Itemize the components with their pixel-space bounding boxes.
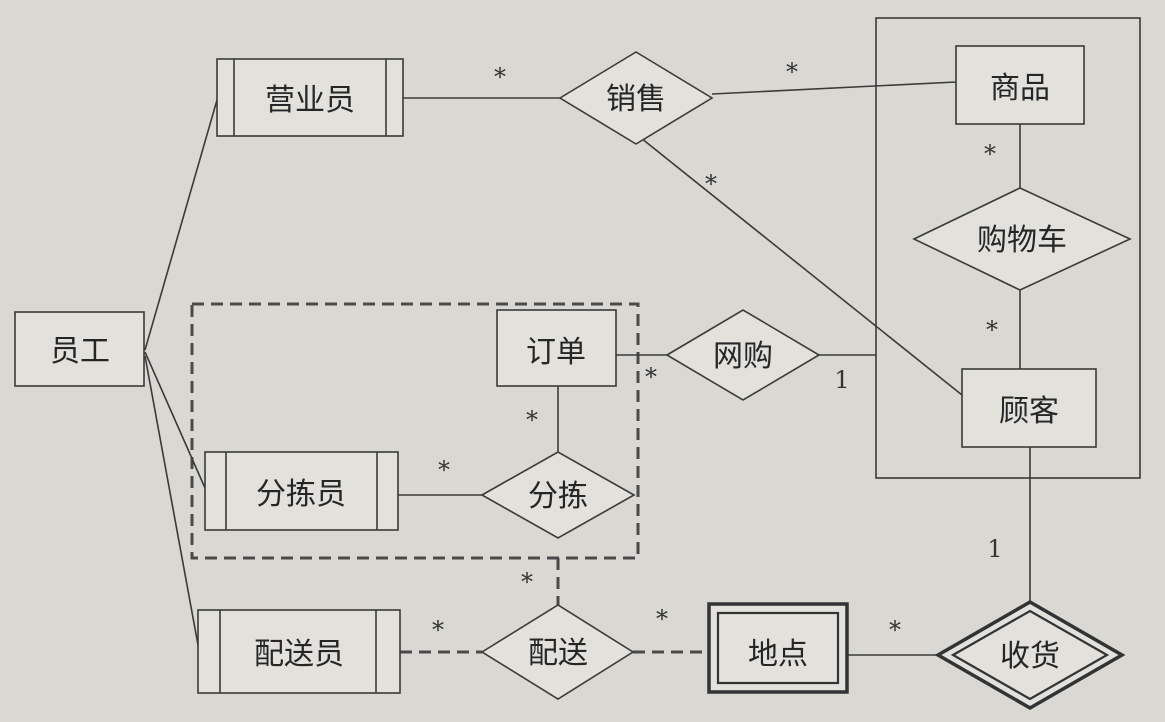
sell-customer-line xyxy=(635,133,963,396)
card-receive-location: * xyxy=(889,616,901,644)
salesperson-label: 营业员 xyxy=(265,83,355,118)
employee-sorter-line xyxy=(144,351,206,489)
sort-relationship[interactable]: 分拣 xyxy=(480,451,636,539)
card-sell-salesperson: * xyxy=(494,63,506,91)
product-entity[interactable]: 商品 xyxy=(955,45,1085,125)
card-receive-customer: 1 xyxy=(987,535,1002,563)
card-deliver-location: * xyxy=(656,605,668,633)
card-cart-customer: * xyxy=(986,316,998,344)
product-label: 商品 xyxy=(990,71,1050,106)
card-sort-order: * xyxy=(526,406,538,434)
employee-salesperson-line xyxy=(144,99,218,351)
order-sort-aggregation-frame xyxy=(190,302,640,560)
location-entity[interactable]: 地点 xyxy=(707,602,849,694)
order-entity[interactable]: 订单 xyxy=(496,309,617,387)
sorter-entity[interactable]: 分拣员 xyxy=(204,451,399,531)
card-online-customer: 1 xyxy=(834,366,849,394)
deliver-relationship[interactable]: 配送 xyxy=(480,604,635,700)
card-cart-product: * xyxy=(984,140,996,168)
employee-entity[interactable]: 员工 xyxy=(14,311,145,387)
cart-relationship[interactable]: 购物车 xyxy=(912,187,1132,291)
online-purchase-label: 网购 xyxy=(713,339,773,374)
card-sell-customer: * xyxy=(705,170,717,198)
location-label: 地点 xyxy=(748,637,808,672)
deliver-label: 配送 xyxy=(528,636,588,671)
customer-product-aggregation-frame xyxy=(875,17,1141,479)
sell-product-line xyxy=(711,81,957,95)
employee-label: 员工 xyxy=(50,334,110,369)
sell-label: 销售 xyxy=(606,82,666,117)
order-label: 订单 xyxy=(526,335,586,370)
receive-relationship[interactable]: 收货 xyxy=(934,599,1126,711)
card-sell-product: * xyxy=(786,58,798,86)
deliverer-label: 配送员 xyxy=(254,637,344,672)
online-purchase-relationship[interactable]: 网购 xyxy=(665,309,821,401)
employee-deliverer-line xyxy=(144,355,199,646)
card-sort-sorter: * xyxy=(438,456,450,484)
salesperson-entity[interactable]: 营业员 xyxy=(216,58,404,137)
customer-entity[interactable]: 顾客 xyxy=(961,368,1097,448)
card-online-order: * xyxy=(645,363,657,391)
deliverer-entity[interactable]: 配送员 xyxy=(197,609,401,694)
receive-label: 收货 xyxy=(1000,639,1060,674)
customer-label: 顾客 xyxy=(999,394,1059,429)
cart-label: 购物车 xyxy=(977,223,1067,258)
card-deliver-sort: * xyxy=(521,568,533,596)
sort-label: 分拣 xyxy=(528,479,588,514)
card-deliver-deliverer: * xyxy=(432,616,444,644)
sorter-label: 分拣员 xyxy=(256,477,346,512)
sell-relationship[interactable]: 销售 xyxy=(558,51,714,145)
